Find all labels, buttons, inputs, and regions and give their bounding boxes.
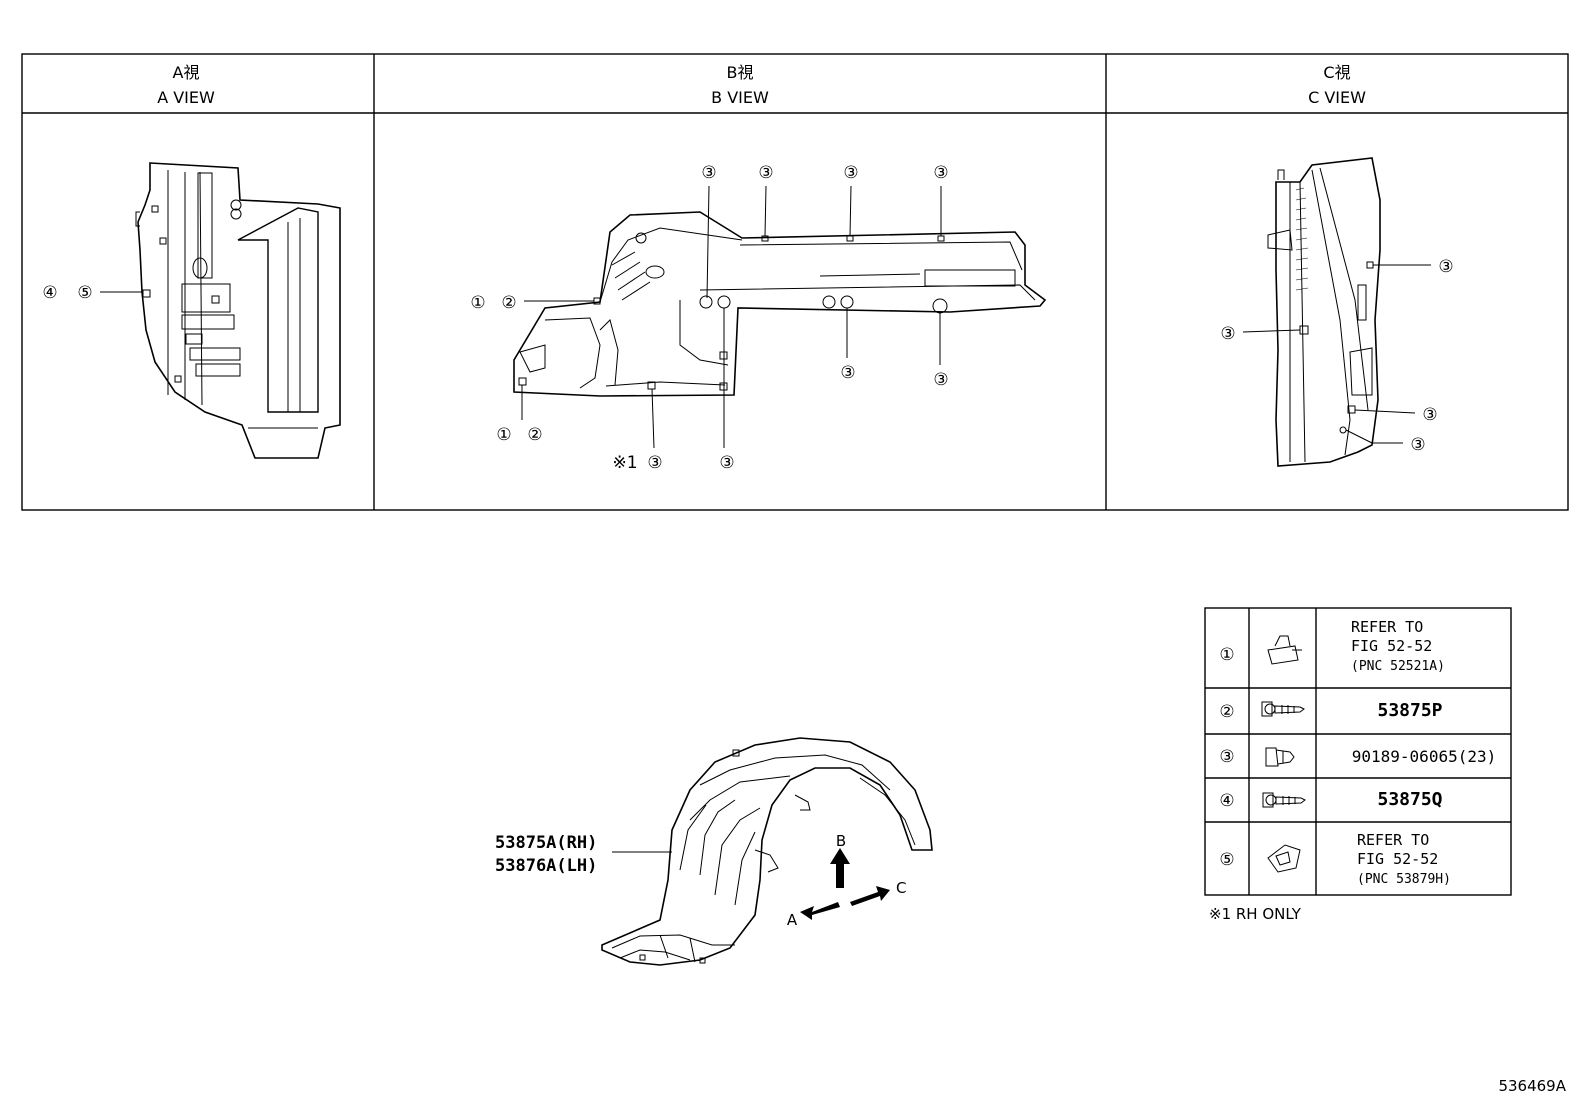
legend-row-2: ② 53875P [1219, 700, 1442, 722]
c-view-drawing [1267, 157, 1381, 467]
svg-text:③: ③ [1219, 747, 1234, 767]
legend-row-1: ① REFER TO FIG 52-52 (PNC 52521A) [1219, 618, 1445, 674]
svg-text:B: B [836, 832, 846, 850]
svg-text:※1: ※1 [612, 453, 637, 473]
a-view-callout-4-5: ④ ⑤ [42, 283, 143, 303]
svg-text:③: ③ [840, 363, 855, 383]
svg-text:REFER TO: REFER TO [1351, 618, 1423, 636]
a-view-drawing [135, 162, 341, 459]
push-rivet-icon [1265, 747, 1295, 767]
svg-text:⑤: ⑤ [77, 283, 92, 303]
svg-text:③: ③ [719, 453, 734, 473]
svg-text:②: ② [501, 293, 516, 313]
svg-text:53876A(LH): 53876A(LH) [495, 856, 597, 876]
svg-text:A VIEW: A VIEW [157, 88, 215, 107]
svg-text:90189-06065(23): 90189-06065(23) [1352, 747, 1497, 766]
legend-row-4: ④ 53875Q [1219, 789, 1442, 811]
view-header-a: A視 A VIEW [157, 63, 215, 107]
b-view-callouts: ③ ③ ③ ③ ① ② ① ② ※1 ③ ③ ③ ③ [470, 163, 948, 473]
svg-text:④: ④ [42, 283, 57, 303]
svg-text:③: ③ [1410, 435, 1425, 455]
arrow-b: B [830, 832, 850, 888]
arrow-c: C [850, 879, 906, 906]
svg-text:A視: A視 [173, 63, 200, 82]
view-header-b: B視 B VIEW [711, 63, 769, 107]
svg-text:C視: C視 [1323, 63, 1350, 82]
fender-liner-label: 53875A(RH) 53876A(LH) [495, 833, 672, 876]
view-header-c: C視 C VIEW [1308, 63, 1366, 107]
screw-icon [1261, 701, 1305, 717]
svg-text:53875P: 53875P [1377, 700, 1442, 721]
svg-text:③: ③ [1220, 324, 1235, 344]
svg-text:③: ③ [758, 163, 773, 183]
svg-text:B視: B視 [727, 63, 754, 82]
svg-text:(PNC 53879H): (PNC 53879H) [1357, 872, 1451, 887]
svg-text:③: ③ [933, 163, 948, 183]
c-view-callouts: ③ ③ ③ ③ [1220, 257, 1453, 455]
fender-liner-drawing [601, 737, 933, 966]
figure-id: 536469A [1498, 1077, 1566, 1095]
svg-text:A: A [787, 911, 798, 929]
svg-text:③: ③ [1438, 257, 1453, 277]
svg-text:53875Q: 53875Q [1377, 789, 1442, 810]
svg-text:②: ② [1219, 702, 1234, 722]
svg-text:⑤: ⑤ [1219, 850, 1234, 870]
svg-text:①: ① [1219, 645, 1234, 665]
legend-row-3: ③ 90189-06065(23) [1219, 747, 1496, 767]
svg-text:B VIEW: B VIEW [711, 88, 769, 107]
svg-text:C: C [896, 879, 906, 897]
svg-text:③: ③ [1422, 405, 1437, 425]
svg-text:③: ③ [701, 163, 716, 183]
svg-text:①: ① [496, 425, 511, 445]
svg-text:REFER TO: REFER TO [1357, 831, 1429, 849]
svg-text:53875A(RH): 53875A(RH) [495, 833, 597, 853]
svg-text:②: ② [527, 425, 542, 445]
svg-text:④: ④ [1219, 791, 1234, 811]
arrow-a: A [787, 902, 840, 929]
svg-text:③: ③ [647, 453, 662, 473]
rh-only-note: ※1 RH ONLY [1209, 905, 1302, 923]
legend-row-5: ⑤ REFER TO FIG 52-52 (PNC 53879H) [1219, 831, 1451, 887]
b-view-drawing [513, 211, 1047, 397]
view-direction-arrows: B C A [787, 832, 907, 929]
svg-text:①: ① [470, 293, 485, 313]
svg-text:FIG 52-52: FIG 52-52 [1357, 850, 1438, 868]
svg-text:FIG 52-52: FIG 52-52 [1351, 637, 1432, 655]
clip-icon [1267, 635, 1302, 665]
nut-clip-icon [1267, 844, 1301, 873]
svg-text:(PNC 52521A): (PNC 52521A) [1351, 659, 1445, 674]
svg-text:③: ③ [933, 370, 948, 390]
svg-text:③: ③ [843, 163, 858, 183]
bolt-icon [1262, 792, 1306, 808]
svg-text:C VIEW: C VIEW [1308, 88, 1366, 107]
fastener-legend-table: ① REFER TO FIG 52-52 (PNC 52521A) ② 5387… [1204, 607, 1512, 896]
view-panels-frame [21, 53, 1569, 511]
